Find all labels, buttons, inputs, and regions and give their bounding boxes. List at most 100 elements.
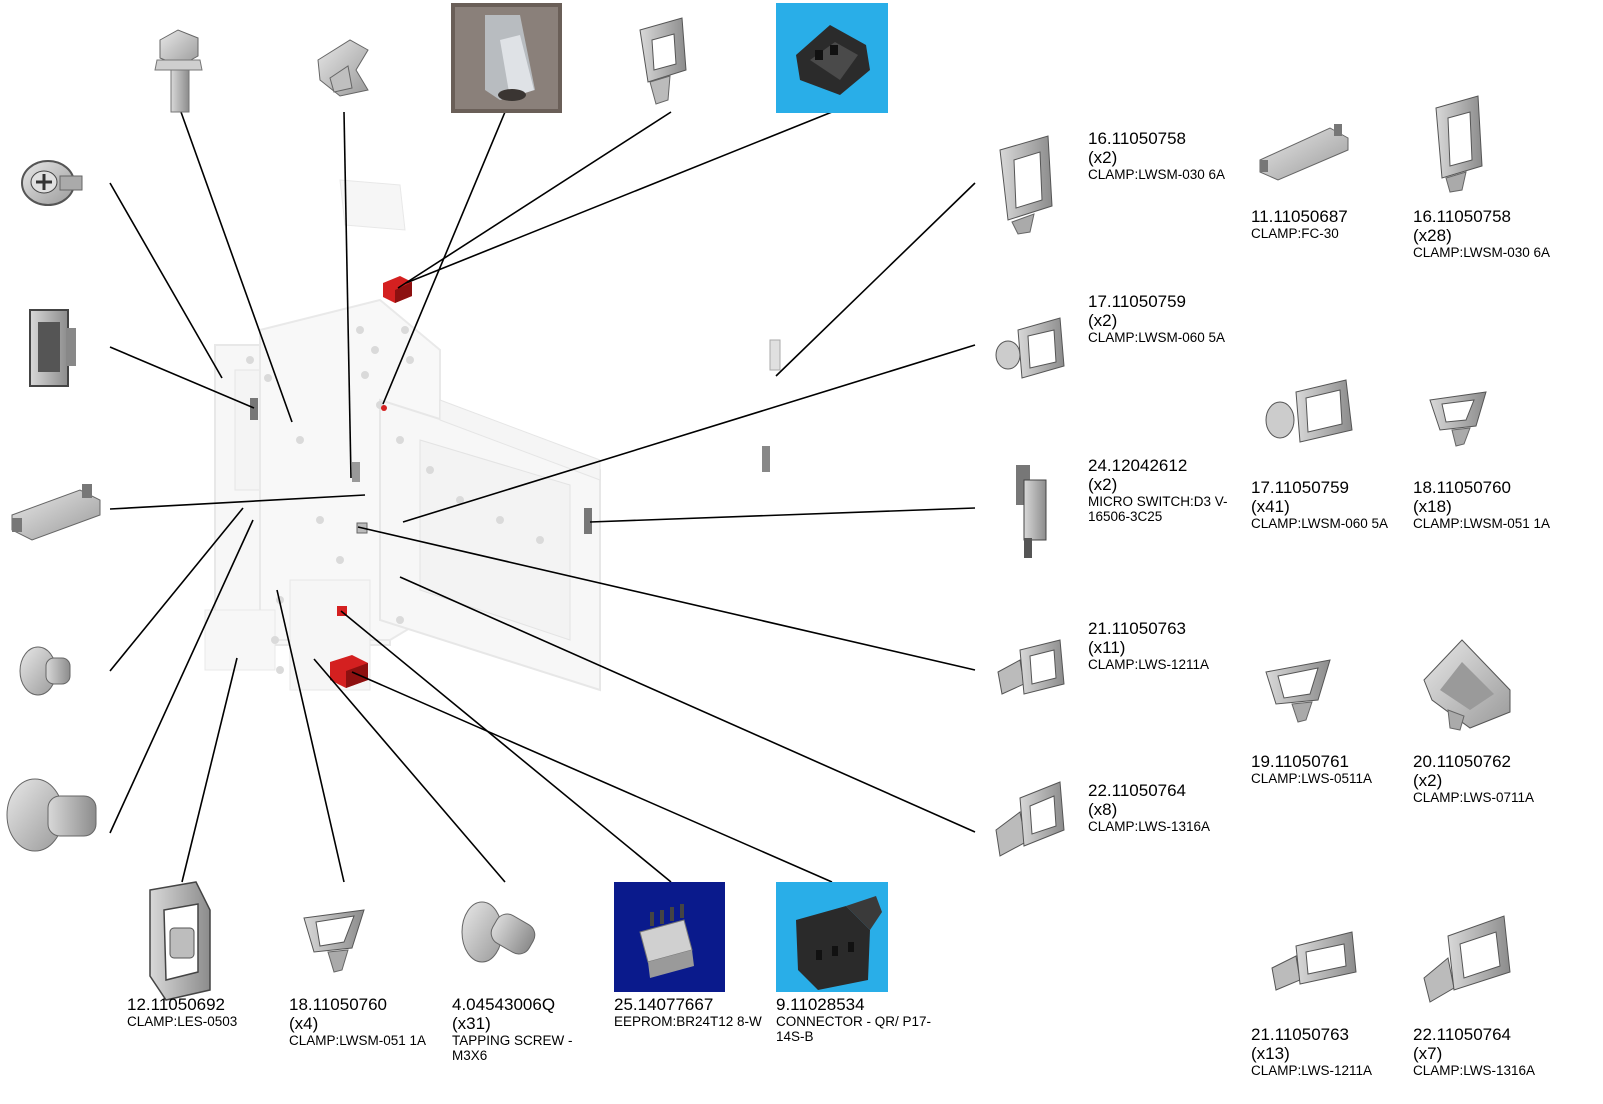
label-9-11028534: 9.11028534 CONNECTOR - QR/ P17-14S-B — [776, 995, 936, 1044]
part-number: 18.11050760 — [289, 995, 388, 1014]
clamp-lwsm-0306a-right — [999, 135, 1053, 235]
clamp-lws-1211a-far-right — [1271, 931, 1357, 991]
part-number: 9.11028534 — [776, 995, 865, 1014]
label-25-14077667: 25.14077667 EEPROM:BR24T12 8-W — [614, 995, 764, 1029]
clamp-lwsm-0605a-far-right — [1265, 379, 1353, 443]
part-description: MICRO SWITCH:D3 V-16506-3C25 — [1088, 494, 1228, 525]
eeprom-photo-bottom — [614, 882, 725, 992]
part-quantity: (x7) — [1413, 1044, 1443, 1064]
label-16-11050758-x28: 16.11050758 (x28) CLAMP:LWSM-030 6A — [1413, 207, 1563, 260]
part-quantity: (x41) — [1251, 497, 1290, 517]
tapping-screw-left-large — [6, 778, 97, 852]
connector-photo-top — [776, 3, 888, 113]
part-number: 21.11050763 — [1088, 619, 1187, 638]
part-number: 17.11050759 — [1251, 478, 1350, 497]
part-description: CLAMP:FC-30 — [1251, 226, 1339, 242]
part-description: CLAMP:LWSM-051 1A — [289, 1033, 427, 1049]
part-description: CONNECTOR - QR/ P17-14S-B — [776, 1014, 932, 1045]
part-quantity: (x2) — [1088, 148, 1118, 168]
part-number: 16.11050758 — [1088, 129, 1187, 148]
part-quantity: (x18) — [1413, 497, 1452, 517]
part-description: CLAMP:LWS-1316A — [1413, 1063, 1536, 1079]
part-number: 19.11050761 — [1251, 752, 1350, 771]
clamp-lwsm-0605a-right — [995, 317, 1065, 379]
part-description: CLAMP:LWSM-060 5A — [1251, 516, 1389, 532]
clamp-lws-0711a-far-right — [1423, 639, 1511, 731]
connector-photo-bottom — [776, 882, 888, 992]
part-description: CLAMP:LWSM-051 1A — [1413, 516, 1551, 532]
clamp-lwsm-0511a-bottom — [303, 909, 365, 973]
highlight-connector-bottom — [330, 655, 368, 688]
main-assembly — [204, 179, 601, 692]
part-number: 21.11050763 — [1251, 1025, 1350, 1044]
part-description: CLAMP:LWS-0711A — [1413, 790, 1535, 806]
part-number: 20.11050762 — [1413, 752, 1512, 771]
part-quantity: (x13) — [1251, 1044, 1290, 1064]
label-17-11050759-x2: 17.11050759 (x2) CLAMP:LWSM-060 5A — [1088, 292, 1238, 345]
clamp-lwsm-0306a-top — [639, 17, 687, 105]
part-quantity: (x4) — [289, 1014, 319, 1034]
clamp-lws-1211a-right — [997, 639, 1065, 695]
highlight-dot — [381, 405, 387, 411]
part-quantity: (x2) — [1088, 311, 1118, 331]
part-quantity: (x11) — [1088, 638, 1126, 658]
part-description: EEPROM:BR24T12 8-W — [614, 1014, 762, 1030]
label-22-11050764-x8: 22.11050764 (x8) CLAMP:LWS-1316A — [1088, 781, 1248, 834]
part-number: 4.04543006Q — [452, 995, 556, 1014]
tapping-screw-bottom — [461, 901, 536, 963]
clamp-lws-1316a-far-right — [1423, 915, 1511, 1003]
part-number: 11.11050687 — [1251, 207, 1348, 226]
highlight-connector-top — [383, 276, 412, 303]
part-quantity: (x8) — [1088, 800, 1118, 820]
label-19-11050761: 19.11050761 CLAMP:LWS-0511A — [1251, 752, 1411, 786]
clamp-lwsm-0306a-far-right — [1435, 95, 1483, 193]
label-21-11050763-x13: 21.11050763 (x13) CLAMP:LWS-1211A — [1251, 1025, 1411, 1078]
part-number: 22.11050764 — [1088, 781, 1187, 800]
part-description: CLAMP:LWSM-030 6A — [1088, 167, 1226, 183]
part-description: CLAMP:LWS-1316A — [1088, 819, 1211, 835]
part-quantity: (x28) — [1413, 226, 1452, 246]
part-number: 17.11050759 — [1088, 292, 1187, 311]
label-20-11050762: 20.11050762 (x2) CLAMP:LWS-0711A — [1413, 752, 1583, 805]
flange-bolt-part — [154, 29, 203, 113]
part-quantity: (x2) — [1088, 475, 1118, 495]
part-description: TAPPING SCREW - M3X6 — [452, 1033, 573, 1064]
part-quantity: (x31) — [452, 1014, 491, 1034]
flange-screw-part — [21, 160, 83, 206]
part-quantity: (x2) — [1413, 771, 1443, 791]
label-24-12042612: 24.12042612 (x2) MICRO SWITCH:D3 V-16506… — [1088, 456, 1238, 524]
part-description: CLAMP:LWS-1211A — [1088, 657, 1210, 673]
label-22-11050764-x7: 22.11050764 (x7) CLAMP:LWS-1316A — [1413, 1025, 1583, 1078]
part-description: CLAMP:LWS-0511A — [1251, 771, 1373, 787]
clamp-lws-1316a-right — [995, 781, 1065, 857]
label-12-11050692: 12.11050692 CLAMP:LES-0503 — [127, 995, 277, 1029]
leader-lines — [109, 111, 976, 883]
part-number: 24.12042612 — [1088, 456, 1188, 475]
part-description: CLAMP:LWSM-030 6A — [1413, 245, 1551, 261]
part-number: 18.11050760 — [1413, 478, 1512, 497]
label-17-11050759-x41: 17.11050759 (x41) CLAMP:LWSM-060 5A — [1251, 478, 1401, 531]
clamp-lwsm-0511a-far-right — [1429, 391, 1487, 447]
label-4-04543006q: 4.04543006Q (x31) TAPPING SCREW - M3X6 — [452, 995, 600, 1063]
label-18-11050760-x4: 18.11050760 (x4) CLAMP:LWSM-051 1A — [289, 995, 435, 1048]
part-number: 25.14077667 — [614, 995, 714, 1014]
label-21-11050763-x11: 21.11050763 (x11) CLAMP:LWS-1211A — [1088, 619, 1248, 672]
part-number: 16.11050758 — [1413, 207, 1512, 226]
clamp-fc30-far-right — [1259, 124, 1349, 181]
label-11-11050687: 11.11050687 CLAMP:FC-30 — [1251, 207, 1401, 241]
label-18-11050760-x18: 18.11050760 (x18) CLAMP:LWSM-051 1A — [1413, 478, 1563, 531]
bracket-part — [29, 309, 76, 387]
part-description: CLAMP:LWS-1211A — [1251, 1063, 1373, 1079]
part-number: 22.11050764 — [1413, 1025, 1512, 1044]
wire-holder-part — [317, 39, 369, 97]
part-number: 12.11050692 — [127, 995, 226, 1014]
clamp-les-0503-bottom — [149, 881, 211, 1001]
clamp-lws-0511a-far-right — [1265, 659, 1331, 723]
tapping-screw-left-small — [19, 646, 71, 696]
micro-switch-part — [1016, 465, 1047, 558]
hex-spacer-photo — [451, 3, 562, 113]
part-description: CLAMP:LWSM-060 5A — [1088, 330, 1226, 346]
label-16-11050758-x2: 16.11050758 (x2) CLAMP:LWSM-030 6A — [1088, 129, 1238, 182]
part-description: CLAMP:LES-0503 — [127, 1014, 238, 1030]
